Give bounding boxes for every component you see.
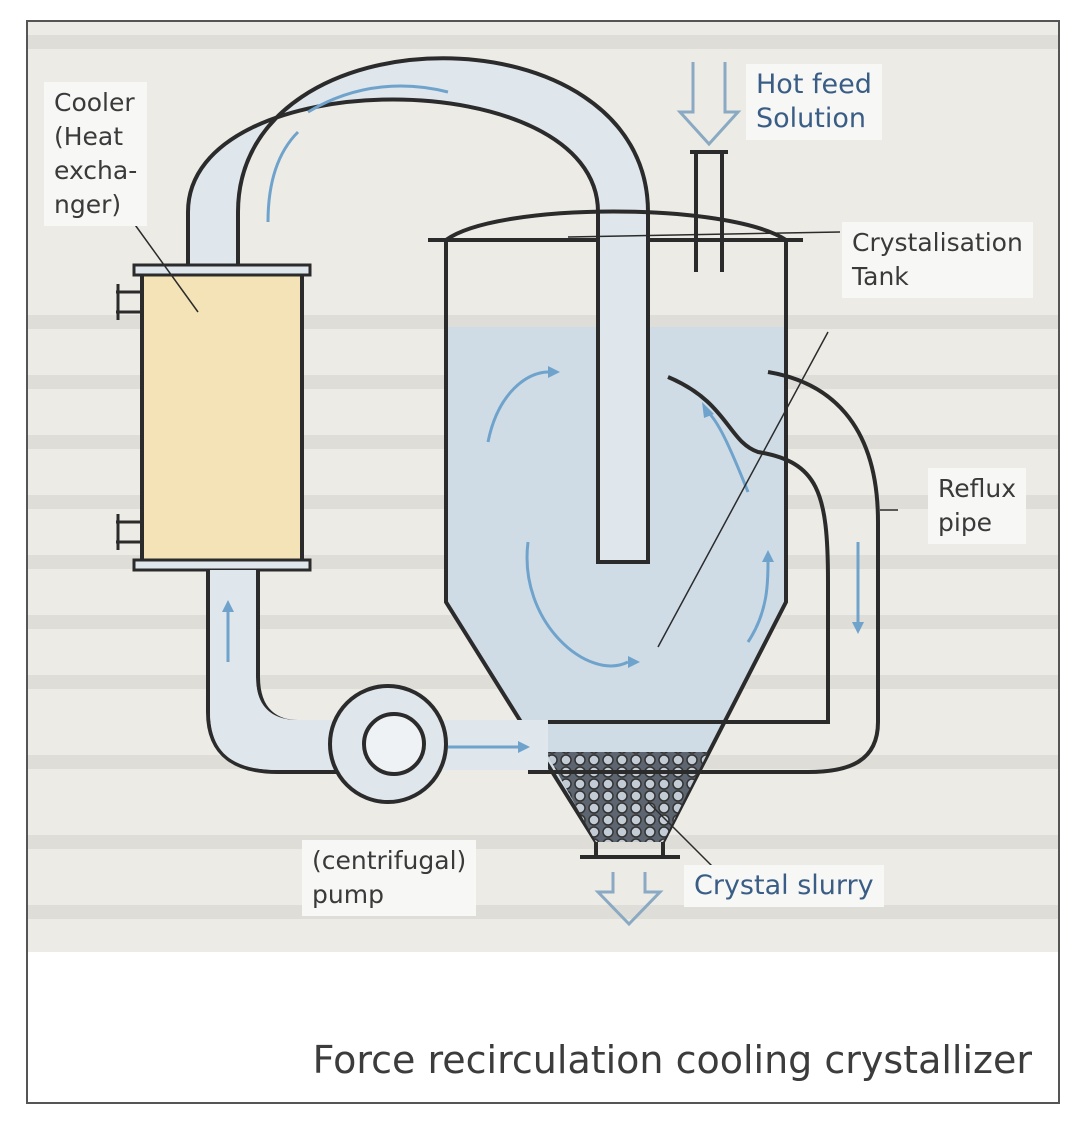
cooler-bottom-flange <box>132 558 312 572</box>
return-pipe-fill <box>210 570 548 770</box>
feed-arrow <box>676 62 742 147</box>
crystallizer-drawing <box>28 35 1058 927</box>
pump-impeller <box>362 712 426 776</box>
downcomer-pipe <box>596 222 650 564</box>
cooler-body <box>140 270 304 566</box>
figure-caption: Force recirculation cooling crystallizer <box>312 1038 1032 1082</box>
cooler-top-flange <box>132 263 312 277</box>
feed-pipe <box>690 150 728 272</box>
figure-frame: Cooler (Heat excha- nger) Hot feed Solut… <box>26 20 1060 1104</box>
cooler-nozzles <box>116 284 142 550</box>
crystallizer-diagram: Cooler (Heat excha- nger) Hot feed Solut… <box>28 22 1058 952</box>
tank-label: Crystalisation Tank <box>842 222 1033 298</box>
cooler-label: Cooler (Heat excha- nger) <box>44 82 148 226</box>
tank-liquid <box>446 327 786 842</box>
pump-label: (centrifugal) pump <box>302 840 477 916</box>
hot-feed-label: Hot feed Solution <box>746 64 882 140</box>
crystal-slurry-bed <box>546 752 708 842</box>
crystal-slurry-label: Crystal slurry <box>684 865 884 907</box>
reflux-pipe-label: Reflux pipe <box>928 468 1027 544</box>
reflux-pipe <box>518 370 880 774</box>
flow-arrowheads <box>222 366 864 753</box>
slurry-outlet-arrow <box>594 872 664 927</box>
flow-arrows <box>226 84 860 749</box>
